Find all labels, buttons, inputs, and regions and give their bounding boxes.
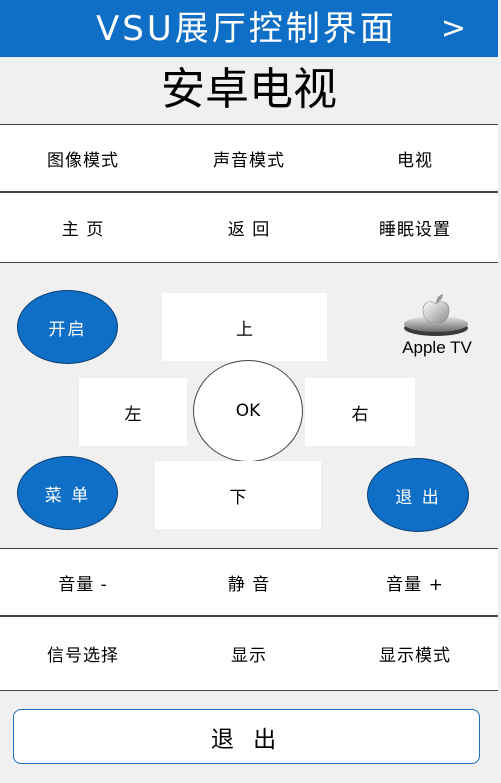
- display-mode-button[interactable]: 显示模式: [379, 646, 451, 666]
- page-title: 安卓电视: [161, 64, 337, 115]
- down-button[interactable]: 下: [155, 461, 321, 529]
- exit-remote-button[interactable]: 退 出: [367, 458, 469, 532]
- up-button[interactable]: 上: [162, 293, 327, 361]
- tv-button[interactable]: 电视: [397, 150, 433, 171]
- home-button[interactable]: 主 页: [61, 220, 105, 240]
- apple-tv-label: Apple TV: [402, 338, 472, 357]
- menu-button[interactable]: 菜 单: [17, 456, 118, 530]
- volume-up-button[interactable]: 音量 +: [386, 574, 444, 595]
- mute-button[interactable]: 静 音: [227, 574, 271, 595]
- header-title: VSU展厅控制界面: [96, 9, 397, 49]
- function-row-2: 主 页 返 回 睡眠设置: [0, 192, 498, 263]
- sound-mode-button[interactable]: 声音模式: [213, 150, 285, 171]
- picture-mode-button[interactable]: 图像模式: [47, 150, 119, 171]
- display-button[interactable]: 显示: [231, 646, 267, 666]
- volume-down-button[interactable]: 音量 -: [58, 574, 108, 595]
- display-row: 信号选择 显示 显示模式: [0, 616, 498, 691]
- ok-button[interactable]: OK: [193, 360, 303, 462]
- exit-button[interactable]: 退 出: [13, 709, 480, 764]
- left-button[interactable]: 左: [79, 378, 187, 446]
- apple-logo-icon: [404, 294, 468, 336]
- power-button[interactable]: 开启: [17, 290, 118, 364]
- header-bar: VSU展厅控制界面 >: [0, 0, 498, 57]
- next-page-button[interactable]: >: [440, 11, 466, 46]
- signal-select-button[interactable]: 信号选择: [47, 646, 119, 666]
- right-button[interactable]: 右: [305, 378, 415, 446]
- function-row-1: 图像模式 声音模式 电视: [0, 124, 498, 192]
- sleep-settings-button[interactable]: 睡眠设置: [379, 220, 451, 240]
- volume-row: 音量 - 静 音 音量 +: [0, 548, 498, 616]
- back-button[interactable]: 返 回: [227, 220, 271, 240]
